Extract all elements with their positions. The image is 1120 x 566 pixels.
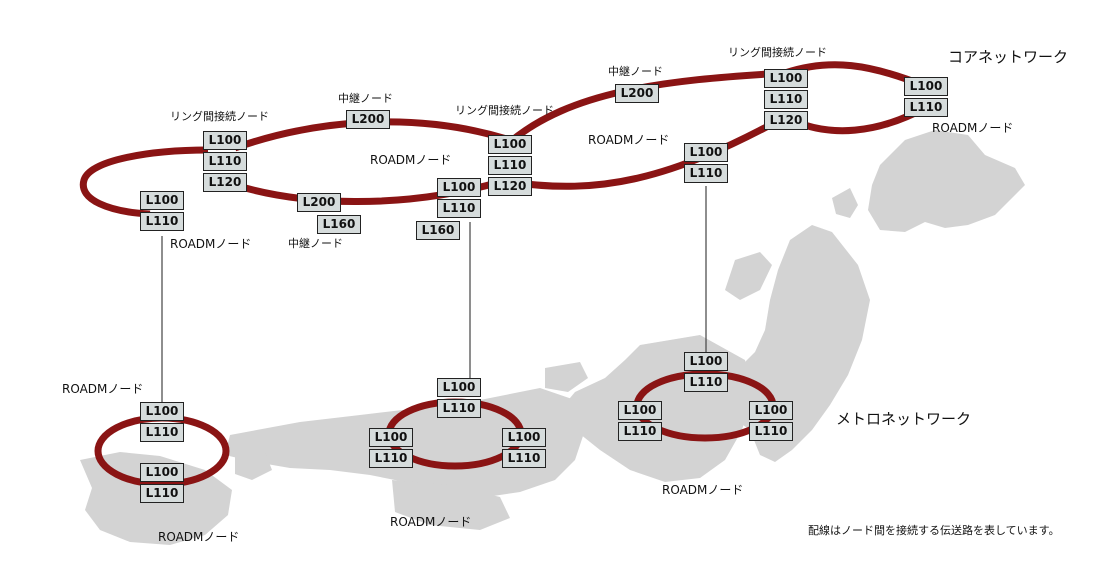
node-metro1-bottom: L100 L110 <box>140 463 184 505</box>
node-port: L100 <box>369 428 413 447</box>
roadm-node-label: ROADMノード <box>932 121 1014 135</box>
node-port: L110 <box>684 373 728 392</box>
node-metro1-top: L100 L110 <box>140 402 184 444</box>
node-port: L110 <box>369 449 413 468</box>
node-port: L100 <box>684 143 728 162</box>
ring-interconnect-label: リング間接続ノード <box>728 46 827 59</box>
node-metro3-left: L100 L110 <box>618 401 662 443</box>
node-right-interconnect: L100 L110 L120 <box>764 69 808 132</box>
roadm-node-label: ROADMノード <box>390 515 472 529</box>
roadm-node-label: ROADMノード <box>62 382 144 396</box>
relay-node-label: 中継ノード <box>288 237 343 250</box>
node-mid-roadm-extra: L160 <box>416 221 460 242</box>
node-port: L100 <box>140 402 184 421</box>
metro-network-title: メトロネットワーク <box>836 410 972 428</box>
node-port: L110 <box>502 449 546 468</box>
node-port: L200 <box>346 110 390 129</box>
node-port: L160 <box>317 215 361 234</box>
roadm-node-label: ROADMノード <box>158 530 240 544</box>
node-relay-bottom-a: L200 <box>297 193 341 214</box>
node-mid-roadm: L100 L110 <box>437 178 481 220</box>
node-left-interconnect: L100 L110 L120 <box>203 131 247 194</box>
ring-interconnect-label: リング間接続ノード <box>455 104 554 117</box>
footnote: 配線はノード間を接続する伝送路を表しています。 <box>808 524 1060 537</box>
node-port: L100 <box>684 352 728 371</box>
core-network-title: コアネットワーク <box>948 48 1069 66</box>
roadm-node-label: ROADMノード <box>370 153 452 167</box>
ring-interconnect-label: リング間接続ノード <box>170 110 269 123</box>
node-port: L110 <box>203 152 247 171</box>
node-metro2-left: L100 L110 <box>369 428 413 470</box>
node-port: L100 <box>502 428 546 447</box>
node-port: L110 <box>618 422 662 441</box>
node-right-roadm: L100 L110 <box>684 143 728 185</box>
node-relay-top: L200 <box>346 110 390 131</box>
node-relay-right: L200 <box>615 84 659 105</box>
roadm-node-label: ROADMノード <box>588 133 670 147</box>
node-metro2-top: L100 L110 <box>437 378 481 420</box>
node-port: L110 <box>140 423 184 442</box>
node-metro3-right: L100 L110 <box>749 401 793 443</box>
node-port: L110 <box>904 98 948 117</box>
node-far-roadm: L100 L110 <box>904 77 948 119</box>
node-port: L110 <box>437 199 481 218</box>
links <box>161 186 707 403</box>
relay-node-label: 中継ノード <box>338 92 393 105</box>
node-metro3-top: L100 L110 <box>684 352 728 394</box>
node-port: L120 <box>488 177 532 196</box>
node-port: L100 <box>488 135 532 154</box>
node-port: L100 <box>140 463 184 482</box>
node-port: L110 <box>488 156 532 175</box>
node-port: L100 <box>618 401 662 420</box>
node-port: L200 <box>297 193 341 212</box>
node-port: L120 <box>764 111 808 130</box>
node-port: L110 <box>140 484 184 503</box>
node-relay-bottom-b: L160 <box>317 215 361 236</box>
relay-node-label: 中継ノード <box>608 65 663 78</box>
node-left-roadm: L100 L110 <box>140 191 184 233</box>
node-port: L100 <box>203 131 247 150</box>
node-port: L160 <box>416 221 460 240</box>
node-metro2-right: L100 L110 <box>502 428 546 470</box>
node-port: L200 <box>615 84 659 103</box>
node-port: L110 <box>684 164 728 183</box>
node-port: L110 <box>749 422 793 441</box>
node-mid-interconnect: L100 L110 L120 <box>488 135 532 198</box>
node-port: L100 <box>140 191 184 210</box>
node-port: L110 <box>437 399 481 418</box>
node-port: L100 <box>904 77 948 96</box>
node-port: L100 <box>749 401 793 420</box>
node-port: L100 <box>437 178 481 197</box>
node-port: L110 <box>140 212 184 231</box>
roadm-node-label: ROADMノード <box>662 483 744 497</box>
node-port: L100 <box>764 69 808 88</box>
node-port: L100 <box>437 378 481 397</box>
node-port: L120 <box>203 173 247 192</box>
node-port: L110 <box>764 90 808 109</box>
roadm-node-label: ROADMノード <box>170 237 252 251</box>
